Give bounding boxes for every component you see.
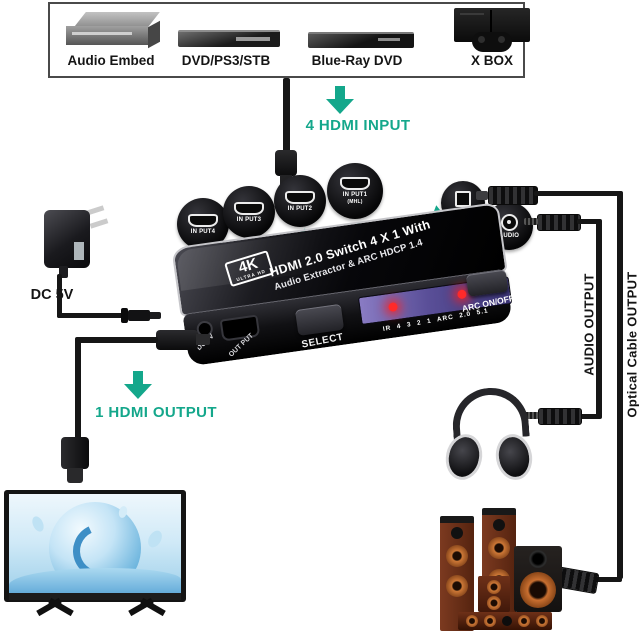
output-hdmi-cable <box>75 337 81 439</box>
audio-jack-icon <box>500 213 518 231</box>
led-indicator <box>456 289 468 300</box>
power-cable <box>57 274 62 318</box>
select-button <box>295 303 345 336</box>
input-hdmi-connector <box>275 150 297 176</box>
optical-cable <box>617 191 623 579</box>
optical-cable <box>594 577 622 582</box>
optical-output-label: Optical Cable OUTPUT <box>624 271 640 418</box>
output-hdmi-cable <box>78 337 158 343</box>
input1-port-callout: IN PUT1 (MHL) <box>327 163 383 219</box>
tv-image <box>4 490 186 620</box>
hdmi-input-label: 4 HDMI INPUT <box>305 117 411 134</box>
tv-leg <box>126 597 166 618</box>
audio-jack-headphones <box>538 408 582 425</box>
input4-port-callout: IN PUT4 <box>177 198 229 250</box>
output-hdmi-connector-tv <box>61 437 89 469</box>
source-label-audio-embed: Audio Embed <box>67 53 155 68</box>
dc-power-label: DC 5V <box>30 287 74 303</box>
source-label-dvd: DVD/PS3/STB <box>181 53 271 68</box>
led-indicator <box>387 301 399 313</box>
tv-screen <box>9 494 181 593</box>
audio-cable <box>596 219 602 419</box>
hdmi-port-icon <box>340 177 370 190</box>
power-cable <box>57 313 125 318</box>
center-speaker <box>478 576 510 612</box>
speaker-system-image <box>426 500 602 631</box>
hdmi-port-icon <box>188 213 218 227</box>
bluray-device-image <box>308 30 414 48</box>
output-arrow-icon <box>124 371 152 399</box>
input2-port-callout: IN PUT2 <box>274 175 326 227</box>
audio-jack-connector <box>537 214 581 231</box>
audio-output-label: AUDIO OUTPUT <box>581 273 597 376</box>
subwoofer <box>514 546 562 612</box>
input-arrow-icon <box>326 86 354 114</box>
output-hdmi-connector-device <box>156 330 198 350</box>
tv-leg <box>34 597 74 618</box>
soundbar-speaker <box>458 612 552 630</box>
source-label-xbox: X BOX <box>470 53 513 68</box>
power-adapter <box>44 202 109 278</box>
hdmi-port-icon <box>234 201 264 215</box>
hdmi-port-icon <box>285 190 315 204</box>
dvd-ps3-stb-device-image <box>178 28 280 47</box>
optical-cable <box>534 191 622 196</box>
source-label-bluray: Blue-Ray DVD <box>311 53 403 68</box>
input3-port-callout: IN PUT3 <box>223 186 275 238</box>
hdmi-output-label: 1 HDMI OUTPUT <box>95 404 217 421</box>
audio-embed-device-image <box>64 12 160 49</box>
audio-cable <box>577 219 601 224</box>
input-hdmi-cable <box>283 78 290 152</box>
headphones-image <box>441 385 536 484</box>
tower-speaker <box>440 516 474 631</box>
sources-panel: Audio Embed DVD/PS3/STB Blue-Ray DVD X B… <box>48 2 530 78</box>
dc-barrel-connector <box>121 308 128 323</box>
xbox-device-image <box>446 8 536 54</box>
